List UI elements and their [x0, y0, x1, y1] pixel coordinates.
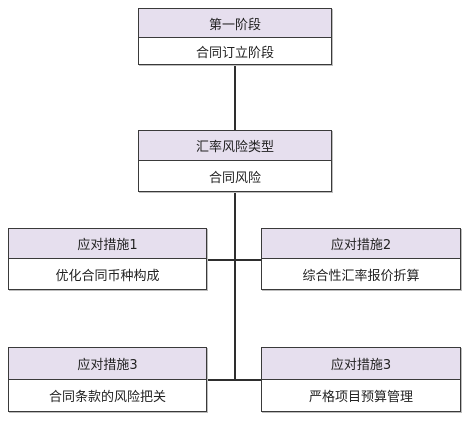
measure-box-1: 应对措施1 优化合同币种构成	[8, 228, 207, 290]
stage-box-body: 合同订立阶段	[139, 38, 331, 64]
measure-box-2-header: 应对措施2	[262, 229, 460, 259]
connector-spine	[234, 65, 236, 380]
measure-box-4-header: 应对措施3	[262, 348, 460, 380]
connector-branch-measure-2	[235, 259, 261, 261]
measure-box-2: 应对措施2 综合性汇率报价折算	[261, 228, 461, 290]
risk-type-box: 汇率风险类型 合同风险	[138, 130, 332, 192]
stage-box: 第一阶段 合同订立阶段	[138, 8, 332, 65]
measure-box-1-body: 优化合同币种构成	[9, 259, 206, 289]
measure-box-2-body: 综合性汇率报价折算	[262, 259, 460, 289]
connector-branch-measure-4	[235, 379, 261, 381]
connector-branch-measure-3	[207, 379, 235, 381]
stage-box-header: 第一阶段	[139, 9, 331, 38]
measure-box-3-body: 合同条款的风险把关	[9, 380, 206, 411]
measure-box-4: 应对措施3 严格项目预算管理	[261, 347, 461, 412]
measure-box-1-header: 应对措施1	[9, 229, 206, 259]
risk-type-box-header: 汇率风险类型	[139, 131, 331, 161]
measure-box-3-header: 应对措施3	[9, 348, 206, 380]
risk-type-box-body: 合同风险	[139, 161, 331, 191]
measure-box-3: 应对措施3 合同条款的风险把关	[8, 347, 207, 412]
measure-box-4-body: 严格项目预算管理	[262, 380, 460, 411]
connector-branch-measure-1	[207, 259, 235, 261]
